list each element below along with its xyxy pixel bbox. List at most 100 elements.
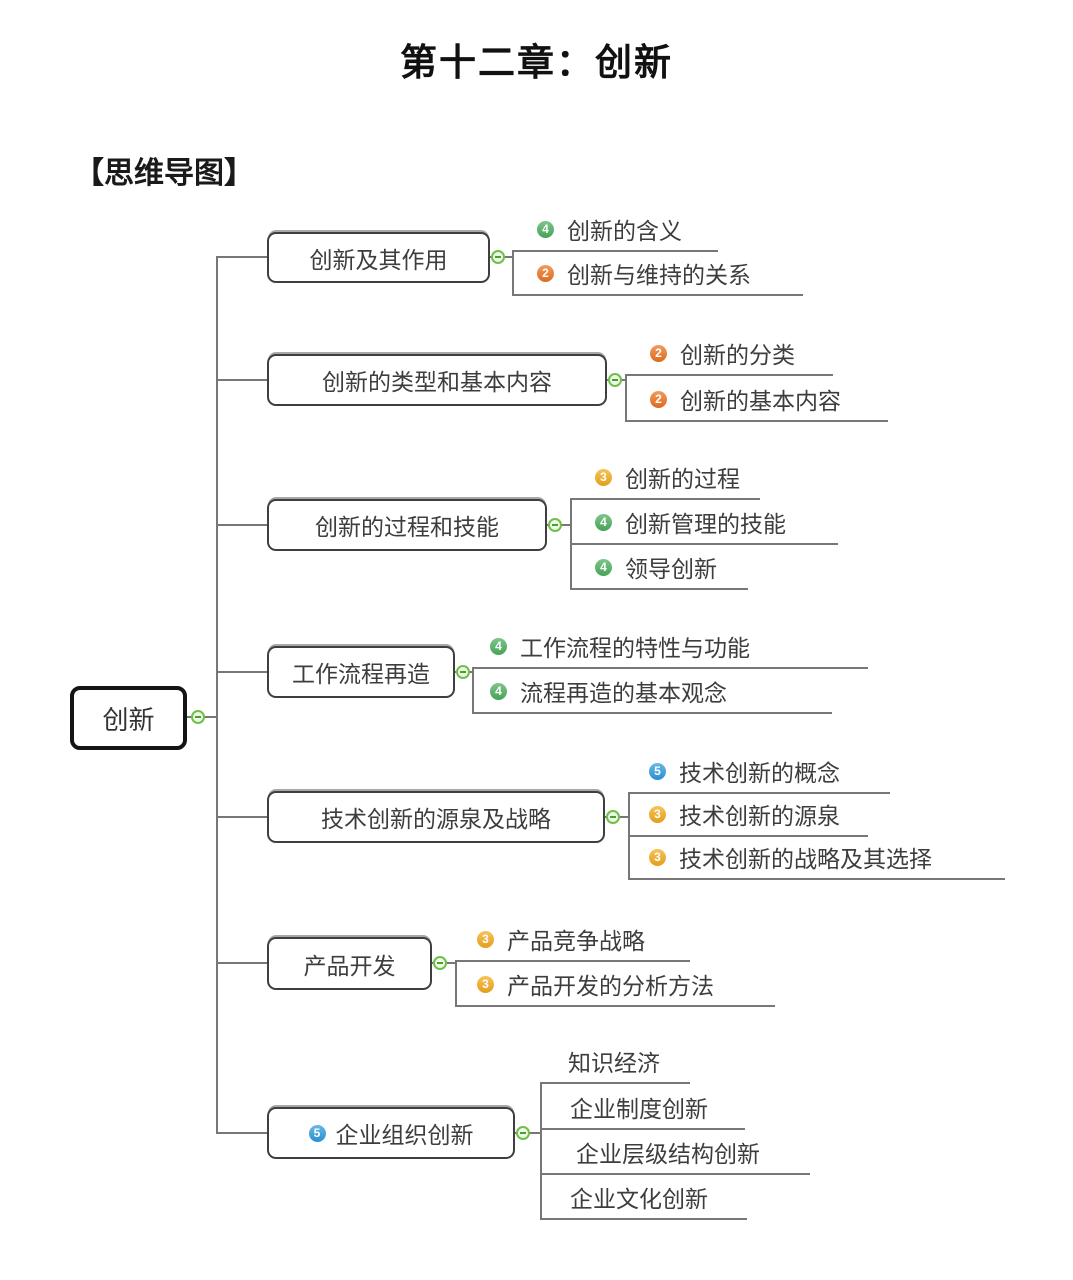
priority-badge: 4 (595, 558, 612, 576)
child-label: 技术创新的源泉 (679, 803, 840, 829)
branch-connector (216, 1132, 267, 1134)
branch-connector (216, 816, 267, 818)
child-node[interactable]: 3 产品竞争战略 (477, 924, 645, 954)
collapse-toggle-icon[interactable] (191, 710, 205, 724)
section-label-mindmap: 【思维导图】 (74, 157, 254, 190)
priority-badge: 2 (650, 390, 667, 408)
child-label: 流程再造的基本观念 (520, 680, 727, 706)
child-node[interactable]: 2 创新与维持的关系 (537, 258, 751, 288)
priority-badge: 4 (537, 220, 554, 238)
child-node[interactable]: 4 创新的含义 (537, 214, 682, 244)
collapse-toggle-icon[interactable] (456, 665, 470, 679)
child-label: 创新的分类 (680, 342, 795, 368)
branch-label: 产品开发 (303, 952, 396, 979)
child-label: 产品开发的分析方法 (507, 973, 714, 999)
root-node-innovation[interactable]: 创新 (70, 686, 187, 750)
branch-label: 创新的过程和技能 (315, 514, 499, 540)
branch-connector (216, 962, 267, 964)
child-label: 技术创新的战略及其选择 (679, 846, 932, 872)
child-node[interactable]: 3 技术创新的源泉 (649, 799, 840, 829)
priority-badge: 3 (477, 930, 494, 948)
branch-node[interactable]: 创新的过程和技能 (267, 499, 547, 551)
branch-connector (216, 524, 267, 526)
child-vconnector (540, 1082, 542, 1220)
branch-node[interactable]: 创新及其作用 (267, 232, 490, 283)
child-node[interactable]: 5 技术创新的概念 (649, 756, 840, 786)
branch-node[interactable]: 创新的类型和基本内容 (267, 354, 607, 406)
branch-node[interactable]: 产品开发 (267, 937, 432, 990)
root-label: 创新 (102, 704, 155, 735)
child-label: 创新与维持的关系 (567, 262, 751, 288)
child-label: 创新管理的技能 (625, 511, 786, 537)
collapse-toggle-icon[interactable] (516, 1126, 530, 1140)
child-node[interactable]: 3 创新的过程 (595, 462, 740, 492)
branch-node[interactable]: 5 企业组织创新 (267, 1107, 515, 1159)
child-underline (540, 1173, 810, 1175)
child-node[interactable]: 2 创新的基本内容 (650, 384, 841, 414)
branch-label: 创新的类型和基本内容 (322, 369, 552, 395)
child-label: 工作流程的特性与功能 (520, 635, 750, 661)
priority-badge: 3 (477, 975, 494, 993)
child-node[interactable]: 2 创新的分类 (650, 338, 795, 368)
child-underline (628, 878, 1005, 880)
collapse-toggle-icon[interactable] (606, 810, 620, 824)
child-underline (472, 712, 832, 714)
branch-label: 企业组织创新 (335, 1122, 474, 1148)
collapse-toggle-icon[interactable] (433, 956, 447, 970)
child-vconnector (512, 250, 514, 296)
branch-node[interactable]: 技术创新的源泉及战略 (267, 791, 605, 843)
collapse-toggle-icon[interactable] (491, 250, 505, 264)
child-underline (628, 835, 868, 837)
child-node[interactable]: 知识经济 (568, 1046, 660, 1076)
child-underline (512, 294, 803, 296)
spine-line (216, 256, 218, 1134)
priority-badge: 2 (650, 344, 667, 362)
child-underline (570, 498, 760, 500)
page-title: 第十二章：创新 (400, 42, 673, 83)
child-underline (512, 250, 718, 252)
priority-badge: 4 (595, 513, 612, 531)
priority-badge: 5 (649, 762, 666, 780)
child-label: 创新的含义 (567, 218, 682, 244)
child-label: 技术创新的概念 (679, 760, 840, 786)
child-vconnector (455, 960, 457, 1007)
branch-connector (216, 379, 267, 381)
collapse-toggle-icon[interactable] (548, 518, 562, 532)
child-vconnector (625, 374, 627, 422)
child-underline (625, 420, 888, 422)
child-node[interactable]: 4 工作流程的特性与功能 (490, 631, 750, 661)
priority-badge: 4 (490, 637, 507, 655)
child-underline (540, 1082, 690, 1084)
child-node[interactable]: 4 领导创新 (595, 552, 717, 582)
collapse-toggle-icon[interactable] (608, 373, 622, 387)
child-underline (455, 960, 690, 962)
child-node[interactable]: 4 流程再造的基本观念 (490, 676, 727, 706)
child-label: 企业层级结构创新 (576, 1141, 760, 1167)
child-underline (472, 667, 868, 669)
child-underline (625, 374, 833, 376)
child-node[interactable]: 企业文化创新 (570, 1182, 708, 1212)
child-label: 产品竞争战略 (507, 928, 645, 954)
priority-badge: 4 (490, 682, 507, 700)
child-node[interactable]: 企业层级结构创新 (576, 1137, 760, 1167)
child-vconnector (472, 667, 474, 714)
priority-badge: 3 (595, 468, 612, 486)
priority-badge: 5 (308, 1124, 326, 1142)
child-underline (540, 1128, 745, 1130)
branch-connector (216, 671, 267, 673)
branch-label: 创新及其作用 (309, 246, 448, 273)
child-node[interactable]: 3 产品开发的分析方法 (477, 969, 714, 999)
child-label: 领导创新 (625, 556, 717, 582)
child-underline (455, 1005, 775, 1007)
branch-node[interactable]: 工作流程再造 (267, 646, 455, 698)
child-node[interactable]: 4 创新管理的技能 (595, 507, 786, 537)
branch-connector (216, 256, 267, 258)
priority-badge: 2 (537, 264, 554, 282)
child-node[interactable]: 企业制度创新 (570, 1092, 708, 1122)
branch-label: 技术创新的源泉及战略 (321, 806, 551, 832)
child-label: 企业文化创新 (570, 1186, 708, 1212)
child-underline (570, 588, 748, 590)
priority-badge: 3 (649, 805, 666, 823)
child-node[interactable]: 3 技术创新的战略及其选择 (649, 842, 932, 872)
